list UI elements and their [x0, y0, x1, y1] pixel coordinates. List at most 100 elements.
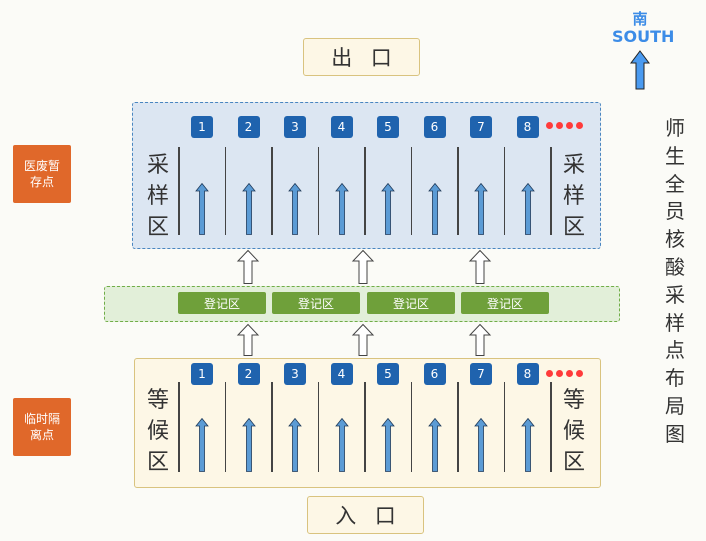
lane-divider — [178, 382, 180, 472]
title-char: 点 — [665, 338, 685, 363]
lane-arrow-icon — [520, 182, 535, 235]
label-char: 等 — [146, 388, 169, 413]
badge-line: 临时隔 — [23, 412, 60, 426]
label-char: 采 — [146, 153, 169, 178]
diagram-title: 师生全员核酸采样点布局图 — [662, 115, 688, 449]
lane-divider — [224, 382, 226, 472]
label-char: 样 — [146, 184, 169, 209]
lane-divider — [364, 147, 366, 235]
north-arrow-icon — [630, 50, 650, 90]
entrance-char-2: 口 — [374, 504, 396, 528]
waiting-zone-left-label: 等 候 区 — [146, 385, 170, 478]
lane-number-5: 5 — [377, 116, 399, 138]
registration-box-4: 登记区 — [461, 292, 549, 314]
exit-char-1: 出 — [331, 46, 353, 70]
lane-divider — [550, 382, 552, 472]
label-char: 采 — [562, 153, 585, 178]
lane-divider — [271, 382, 273, 472]
sampling-zone-right-label: 采 样 区 — [562, 150, 586, 243]
lane-number-6: 6 — [423, 116, 446, 138]
label-char: 等 — [562, 388, 585, 413]
lane-arrow-icon — [195, 417, 209, 472]
lane-divider — [457, 147, 459, 235]
lane-number-4: 4 — [330, 363, 353, 385]
lane-divider — [410, 382, 412, 472]
label-char: 区 — [562, 215, 585, 240]
registration-box-3: 登记区 — [367, 292, 455, 314]
temp-isolation-badge: 临时隔离点 — [13, 398, 71, 456]
waiting-zone-right-label: 等 候 区 — [562, 385, 586, 478]
compass: 南 SOUTH — [612, 10, 675, 90]
title-char: 生 — [665, 143, 685, 168]
lane-divider — [178, 147, 180, 235]
lane-arrow-icon — [427, 182, 442, 235]
label-char: 候 — [562, 419, 585, 444]
lane-number-1: 1 — [191, 363, 213, 385]
entrance-char-1: 入 — [335, 504, 357, 528]
title-char: 采 — [665, 282, 685, 307]
lane-divider — [271, 147, 273, 235]
title-char: 布 — [665, 366, 685, 391]
lane-number-8: 8 — [516, 363, 539, 385]
lane-arrow-icon — [474, 182, 488, 235]
entrance-gate: 入 口 — [307, 496, 424, 534]
lane-arrow-icon — [334, 417, 349, 472]
lane-divider — [550, 147, 552, 235]
badge-line: 存点 — [29, 175, 54, 189]
label-char: 样 — [562, 184, 585, 209]
lane-number-7: 7 — [470, 363, 492, 385]
compass-label-cn: 南 — [632, 10, 648, 28]
title-char: 局 — [665, 393, 685, 418]
registration-box-2: 登记区 — [272, 292, 360, 314]
hollow-up-arrow-icon — [236, 323, 260, 356]
compass-label-en: SOUTH — [612, 27, 675, 46]
lane-number-3: 3 — [284, 116, 306, 138]
registration-box-1: 登记区 — [178, 292, 266, 314]
hollow-up-arrow-icon — [468, 323, 492, 356]
lane-divider — [317, 382, 319, 472]
lane-divider — [410, 147, 412, 235]
label-char: 区 — [146, 450, 169, 475]
lane-arrow-icon — [241, 182, 256, 235]
lane-arrow-icon — [474, 417, 488, 472]
hollow-up-arrow-icon — [351, 323, 375, 356]
hollow-up-arrow-icon — [236, 249, 260, 284]
exit-gate: 出 口 — [303, 38, 420, 76]
title-char: 样 — [665, 310, 685, 335]
lane-arrow-icon — [288, 182, 302, 235]
more-lanes-dots-icon — [546, 370, 583, 377]
title-char: 全 — [665, 171, 685, 196]
lane-divider — [224, 147, 226, 235]
lane-number-3: 3 — [284, 363, 306, 385]
exit-char-2: 口 — [370, 46, 392, 70]
title-char: 图 — [665, 421, 685, 446]
lane-arrow-icon — [288, 417, 302, 472]
lane-number-7: 7 — [470, 116, 492, 138]
medical-waste-badge: 医废暂存点 — [13, 145, 71, 203]
lane-arrow-icon — [427, 417, 442, 472]
lane-divider — [364, 382, 366, 472]
lane-arrow-icon — [241, 417, 256, 472]
title-char: 酸 — [665, 254, 685, 279]
title-char: 核 — [665, 227, 685, 252]
lane-divider — [503, 382, 505, 472]
hollow-up-arrow-icon — [351, 249, 375, 284]
label-char: 候 — [146, 419, 169, 444]
lane-number-5: 5 — [377, 363, 399, 385]
lane-arrow-icon — [381, 182, 395, 235]
badge-line: 医废暂 — [23, 159, 60, 173]
lane-arrow-icon — [520, 417, 535, 472]
lane-divider — [317, 147, 319, 235]
lane-number-1: 1 — [191, 116, 213, 138]
lane-divider — [503, 147, 505, 235]
lane-number-4: 4 — [330, 116, 353, 138]
title-char: 师 — [665, 116, 685, 140]
title-char: 员 — [665, 199, 685, 224]
lane-arrow-icon — [381, 417, 395, 472]
sampling-zone-left-label: 采 样 区 — [146, 150, 170, 243]
lane-number-2: 2 — [237, 363, 260, 385]
lane-arrow-icon — [334, 182, 349, 235]
more-lanes-dots-icon — [546, 122, 583, 129]
lane-number-8: 8 — [516, 116, 539, 138]
badge-line: 离点 — [29, 428, 54, 442]
